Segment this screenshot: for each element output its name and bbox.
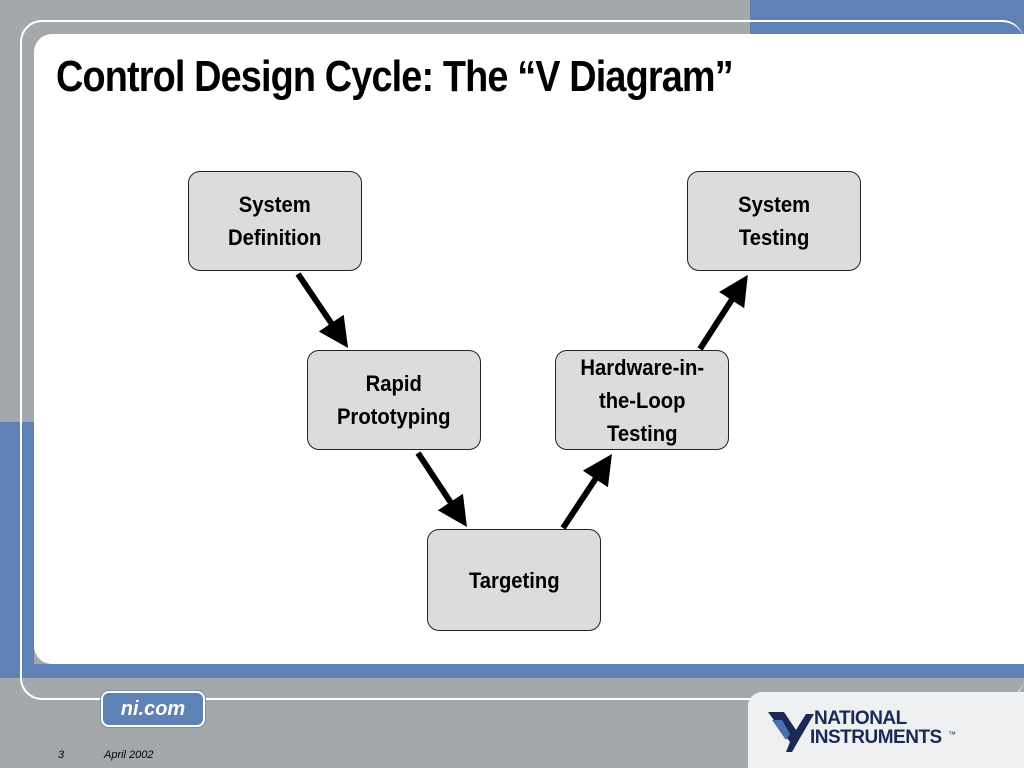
top-accent-bar — [750, 0, 1024, 34]
national-instruments-logo: NATIONAL INSTRUMENTS ™ — [766, 706, 966, 756]
node-targeting: Targeting — [427, 529, 601, 631]
ni-com-badge[interactable]: ni.com — [101, 691, 205, 727]
ni-com-label: ni.com — [120, 697, 186, 720]
page-number: 3 — [58, 749, 65, 761]
node-hardware-in-the-loop-testing: Hardware-in- the-Loop Testing — [555, 350, 729, 450]
node-system-testing: System Testing — [687, 171, 861, 271]
bottom-accent-bar — [0, 664, 1024, 678]
node-label: Targeting — [468, 567, 560, 593]
node-label: System Definition — [228, 192, 322, 250]
ni-eagle-icon — [768, 712, 814, 752]
node-label: Hardware-in- the-Loop Testing — [580, 354, 704, 446]
slide-title: Control Design Cycle: The “V Diagram” — [56, 52, 734, 101]
slide-frame — [20, 20, 1024, 700]
logo-line2: INSTRUMENTS — [810, 727, 942, 748]
node-rapid-prototyping: Rapid Prototyping — [307, 350, 481, 450]
logo-line1: NATIONAL — [814, 708, 907, 729]
side-accent-bar — [0, 422, 34, 678]
logo-trademark: ™ — [948, 730, 956, 739]
footer-date: April 2002 — [104, 749, 154, 761]
node-system-definition: System Definition — [188, 171, 362, 271]
node-label: System Testing — [737, 192, 811, 250]
node-label: Rapid Prototyping — [337, 371, 451, 429]
